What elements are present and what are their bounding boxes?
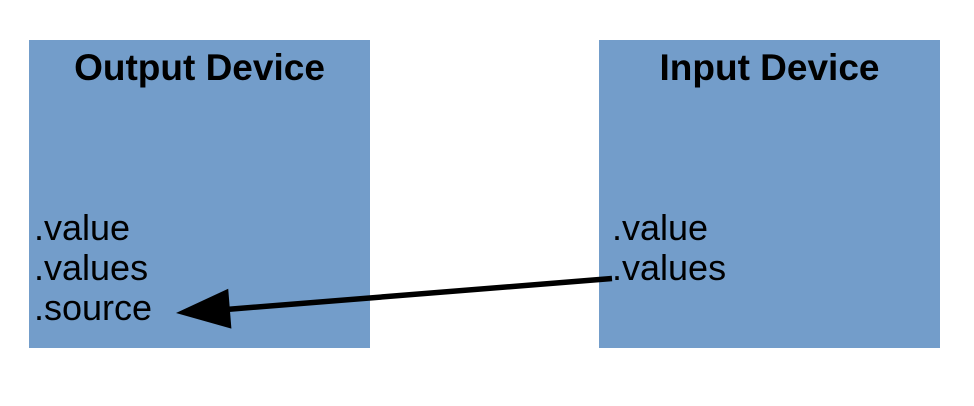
input-device-properties: .value .values: [612, 208, 726, 288]
property-label-source: .source: [34, 287, 153, 328]
input-device-box: Input Device .value .values: [599, 40, 940, 348]
output-device-title: Output Device: [74, 47, 325, 88]
property-label-value: .value: [612, 207, 709, 248]
output-device-box: Output Device .value .values .source: [29, 40, 370, 348]
output-device-properties: .value .values .source: [34, 208, 152, 328]
property-label-values: .values: [612, 247, 727, 288]
input-device-title: Input Device: [659, 47, 880, 88]
property-label-values: .values: [34, 247, 149, 288]
property-label-value: .value: [34, 207, 131, 248]
